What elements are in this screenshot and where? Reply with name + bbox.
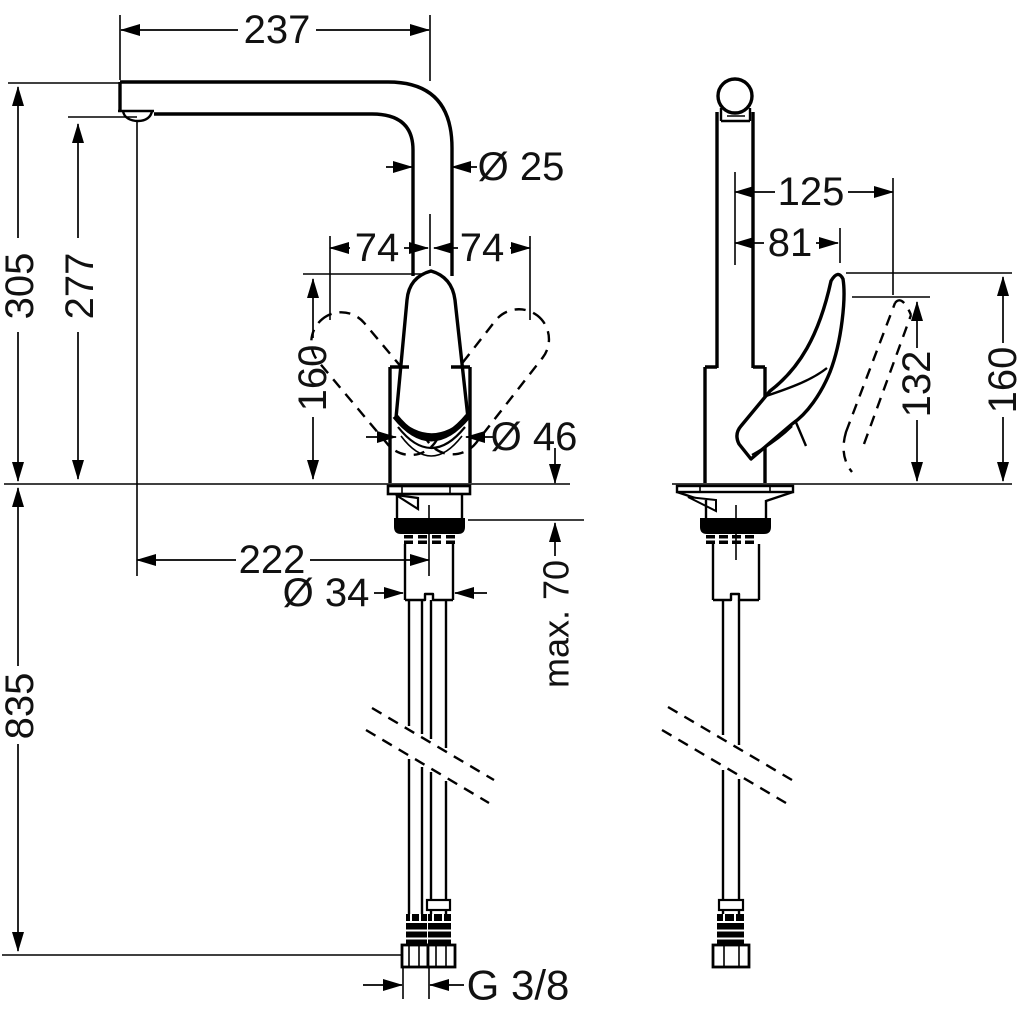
dim-spout-reach: 237 [244,8,311,52]
hose-collar-side [717,898,745,912]
connection-nut-side [711,943,751,969]
supply-hose-side [721,600,741,914]
dim-height-outlet: 277 [58,253,102,320]
handle-swing-dashed [310,308,551,457]
locating-pin [395,493,420,512]
body-front [388,365,472,483]
dim-depth-handle: 81 [768,221,813,265]
handle-collar [392,414,471,442]
hose-break-lines [365,706,495,805]
dim-swivel-left: 74 [355,226,400,270]
hose-collar [425,898,452,912]
dims-front: 237 305 277 160 74 74 Ø 25 Ø 46 2 [0,8,577,1009]
spout-outer [120,80,454,276]
dim-max-deck-thickness: max. 70 [536,560,577,688]
locating-pin-side [687,496,717,513]
dim-depth-handle-open: 125 [778,170,845,214]
connection-nut-right [426,943,457,969]
mounting-front [386,484,472,602]
deck-flange-side [675,484,795,494]
dim-handle-height: 160 [291,345,335,412]
dim-height-handle-open: 132 [895,351,939,418]
dim-shank-diameter: Ø 34 [283,571,370,615]
connection-nut-left [400,943,430,969]
clamp-set-side [704,535,758,544]
hoses-front [365,600,495,969]
dims-side: 125 81 132 160 [734,170,1024,482]
hose-break-lines-side [661,705,793,805]
supply-hoses [407,600,448,915]
aerator [121,110,154,123]
hose-side [661,600,793,969]
spout-end-circle [716,77,754,115]
dim-height-total: 305 [0,253,42,320]
front-view: 237 305 277 160 74 74 Ø 25 Ø 46 2 [0,8,584,1009]
dim-outlet-offset: 222 [239,538,306,582]
dim-hose-length: 835 [0,673,42,740]
deck-flange [386,484,472,496]
threaded-shank-side [711,544,761,602]
dim-connection-thread: G 3/8 [467,962,570,1009]
dim-swivel-right: 74 [460,226,505,270]
mounting-side [675,484,795,602]
handle-front [394,269,470,437]
faucet-front [118,80,472,483]
handle-side [735,272,846,461]
spout-inner [154,112,415,276]
dim-height-handle-top: 160 [981,347,1024,414]
dim-body-diameter: Ø 46 [491,415,578,459]
side-view: 125 81 132 160 [661,77,1024,969]
faucet-side [703,77,846,483]
dim-spout-diameter: Ø 25 [478,145,565,189]
